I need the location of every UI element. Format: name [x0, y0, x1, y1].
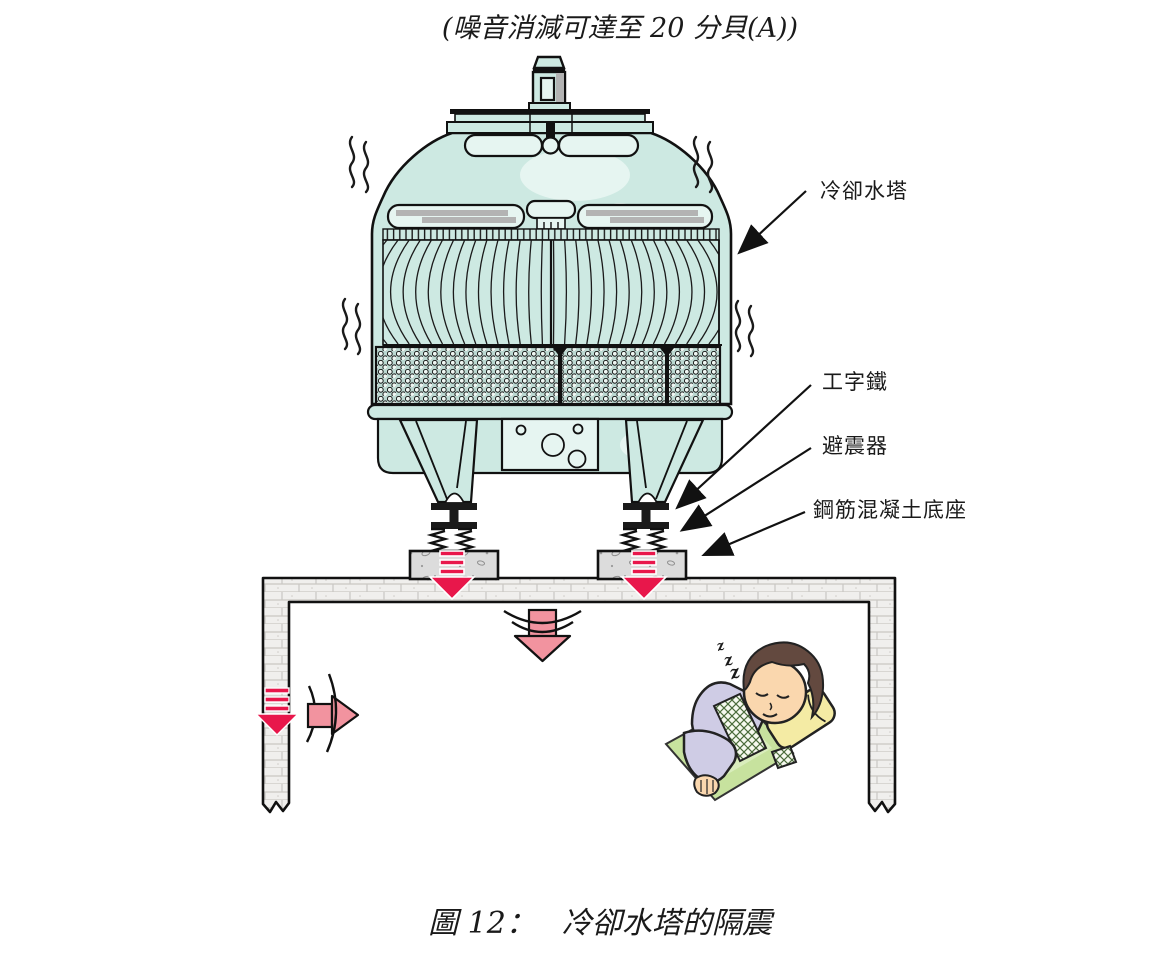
i-beam-left	[431, 503, 477, 529]
figure-caption-prefix: 圖 12：	[428, 906, 536, 941]
support-legs	[398, 418, 705, 504]
face-features	[755, 692, 790, 718]
basin-rim	[366, 403, 734, 421]
i-beam-right	[623, 503, 669, 529]
fan-deck	[446, 109, 654, 140]
fan-blades	[463, 133, 640, 158]
arrow-to-isolator	[679, 447, 812, 532]
louver-center-box	[525, 199, 577, 220]
motor-cap	[532, 55, 566, 70]
basin-center-panel	[500, 417, 600, 472]
figure-caption-title: 冷卻水塔的隔震	[561, 906, 772, 941]
arrow-to-concrete-base	[701, 510, 806, 557]
louver-band	[386, 199, 714, 230]
vibration-arrows	[254, 550, 668, 753]
building-structure	[261, 576, 897, 814]
fill-media	[382, 239, 722, 404]
ceiling-vibration-arrow	[503, 608, 582, 663]
arrow-to-cooling-tower	[737, 190, 807, 255]
fill-lines	[383, 240, 719, 345]
spring-isolators	[429, 527, 666, 555]
figure-caption: 圖 12： 冷卻水塔的隔震	[390, 898, 810, 942]
motor-base	[528, 102, 571, 111]
motor-band	[533, 68, 565, 73]
label-isolator: 避震器	[822, 434, 888, 458]
blanket-corner	[770, 744, 798, 770]
comb-row	[382, 228, 720, 241]
motor-window	[539, 76, 556, 102]
motor-side-panel	[556, 73, 564, 103]
dashed-arrow-right-base	[620, 550, 668, 601]
fan-hub	[541, 136, 560, 155]
sleeping-person	[664, 641, 836, 802]
label-cooling-tower: 冷卻水塔	[820, 179, 908, 203]
arrow-to-i-beam	[675, 384, 812, 510]
fan-shaft	[546, 122, 555, 140]
dashed-arrow-wall	[254, 687, 300, 736]
roof-slab-and-walls	[261, 576, 897, 814]
dashed-arrow-left-base	[428, 550, 476, 601]
wall-vibration-arrow	[305, 673, 360, 753]
top-note: (噪音消減可達至 20 分貝(A))	[441, 13, 799, 44]
cooling-tower	[341, 55, 755, 581]
motor	[528, 55, 571, 111]
label-i-beam: 工字鐵	[822, 370, 888, 394]
hair	[742, 641, 825, 721]
forearm	[682, 729, 738, 784]
mesh-band	[374, 345, 722, 406]
callout-arrows	[675, 190, 812, 557]
label-concrete-base: 鋼筋混凝土底座	[813, 498, 967, 522]
